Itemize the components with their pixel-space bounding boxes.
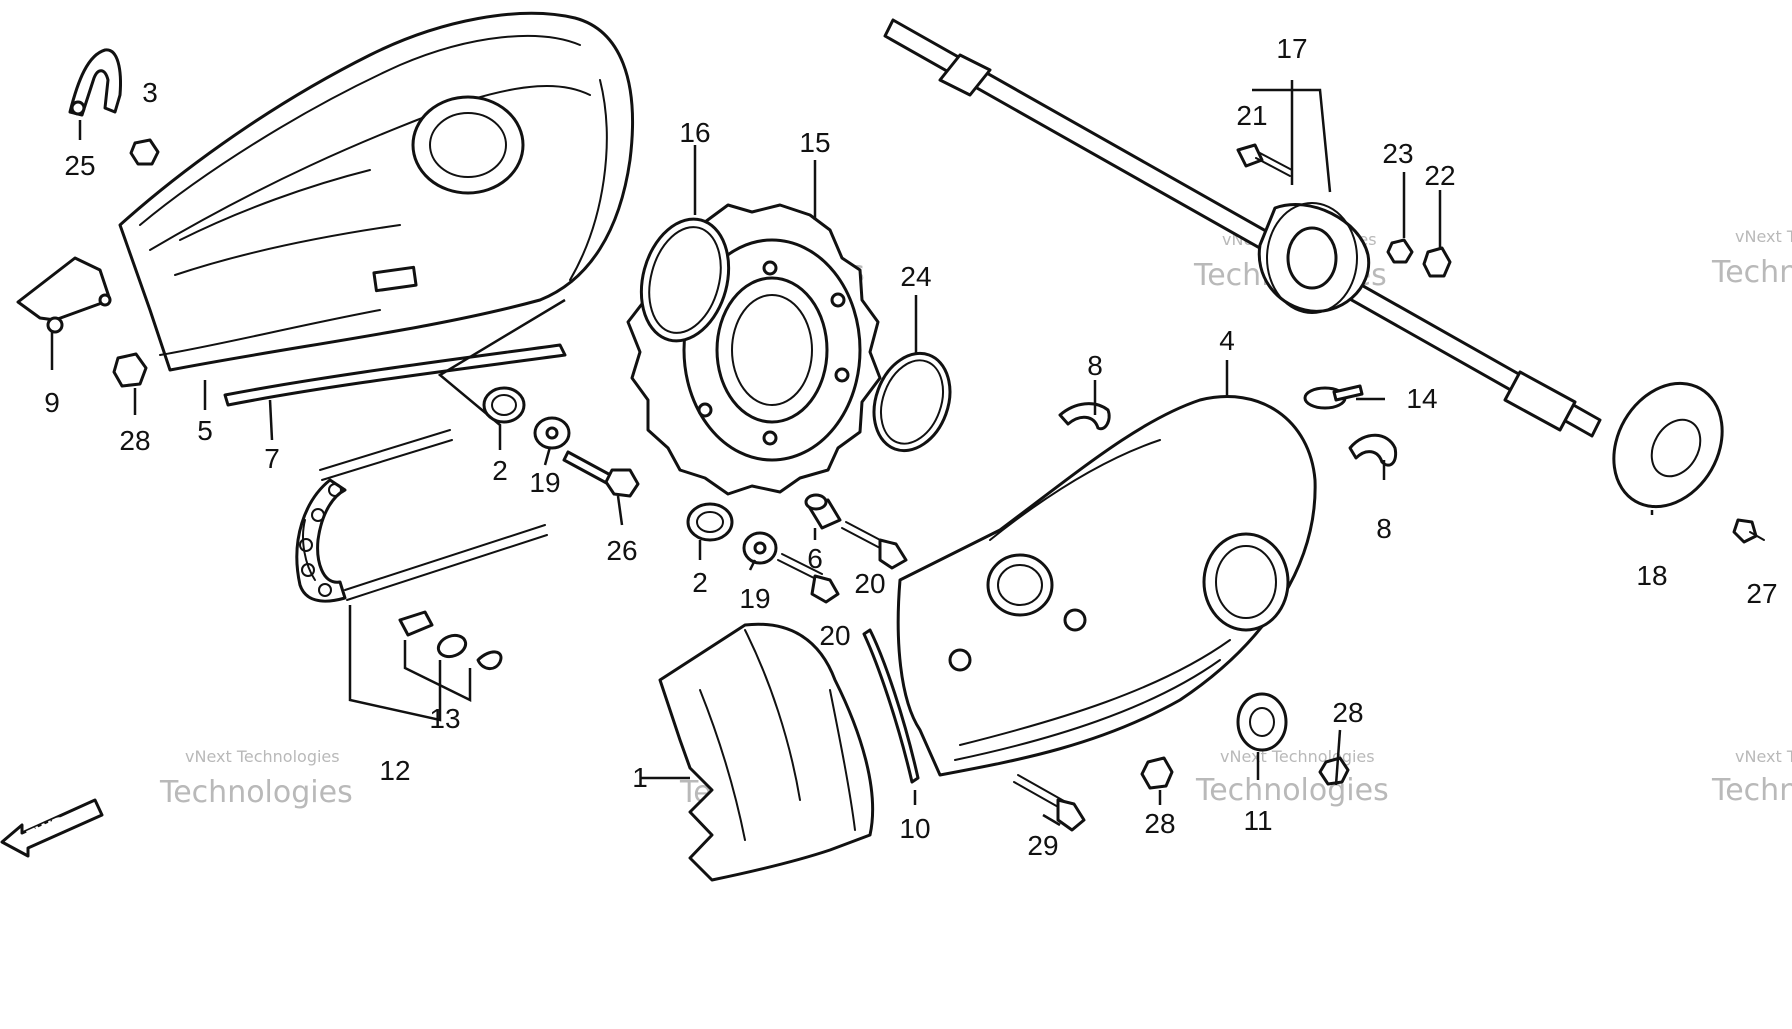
callout-26: 26	[606, 535, 637, 566]
drive-chain	[295, 429, 548, 603]
callout-25: 25	[64, 150, 95, 181]
rubber-strip-10	[862, 628, 920, 784]
callout-13: 13	[429, 703, 460, 734]
bolt-14-shape	[1303, 384, 1364, 410]
clip-8-upper-shape	[1058, 402, 1111, 431]
callout-28: 28	[1144, 808, 1175, 839]
callout-7: 7	[264, 443, 280, 474]
watermark-large: Technologies	[1195, 773, 1389, 808]
callout-23: 23	[1382, 138, 1413, 169]
clip-8-lower-shape	[1348, 433, 1398, 467]
bolt-27-shape	[1732, 518, 1765, 544]
bolt-29-shape	[1013, 774, 1086, 832]
circlip-16-shape	[639, 217, 731, 343]
callout-27: 27	[1746, 578, 1777, 609]
callout-28: 28	[1332, 697, 1363, 728]
forward-direction-marker: FWD	[0, 798, 104, 858]
callout-11: 11	[1243, 805, 1272, 836]
callout-29: 29	[1027, 830, 1058, 861]
hub-bolt-21-shape	[1236, 143, 1293, 177]
nut-28-left-shape	[112, 352, 148, 388]
callout-28: 28	[119, 425, 150, 456]
callout-19: 19	[739, 583, 770, 614]
callout-16: 16	[679, 117, 710, 148]
nut-3-shape	[129, 138, 160, 166]
callout-8: 8	[1376, 513, 1392, 544]
callout-20: 20	[854, 568, 885, 599]
roller-lower	[686, 502, 734, 542]
axle-hub	[1257, 202, 1371, 314]
grommet-11-shape	[1236, 692, 1288, 752]
watermark-large: Technologies	[1711, 255, 1792, 290]
washer-lower	[742, 531, 778, 565]
callout-12: 12	[379, 755, 410, 786]
callout-9: 9	[44, 387, 60, 418]
watermark-small: vNext Technologies	[1735, 227, 1792, 246]
callout-24: 24	[900, 261, 931, 292]
collar-6-shape	[804, 493, 842, 530]
lower-chain-case	[896, 395, 1317, 777]
watermark-small: vNext Technologies	[185, 747, 340, 766]
callout-3: 3	[142, 77, 158, 108]
nut-28-mid-shape	[1140, 756, 1174, 790]
callout-1: 1	[632, 762, 648, 793]
callout-2: 2	[692, 567, 708, 598]
callout-5: 5	[197, 415, 213, 446]
callout-14: 14	[1406, 383, 1437, 414]
callout-22: 22	[1424, 160, 1455, 191]
nut-22-shape	[1422, 246, 1452, 278]
bolt-26-shape	[562, 450, 640, 498]
watermark-large: Technologies	[1711, 773, 1792, 808]
wheel-18-shape	[1612, 381, 1724, 509]
callout-19: 19	[529, 467, 560, 498]
rear-axle	[883, 18, 1602, 438]
callout-6: 6	[807, 543, 823, 574]
leader-lines	[50, 80, 1654, 827]
callout-18: 18	[1636, 560, 1667, 591]
washer-upper	[533, 416, 571, 450]
bracket-9-shape	[16, 256, 112, 334]
callout-4: 4	[1219, 325, 1235, 356]
callout-2: 2	[492, 455, 508, 486]
bottom-guard	[658, 622, 875, 882]
callout-17: 17	[1276, 33, 1307, 64]
bolt-20-upper-shape	[841, 521, 908, 570]
callout-15: 15	[799, 127, 830, 158]
circlip-24-shape	[872, 351, 952, 453]
bolt-20-lower-shape	[777, 553, 840, 604]
washer-23-shape	[1386, 238, 1414, 264]
watermark-small: vNext Technologies	[1735, 747, 1792, 766]
nut-28-right-shape	[1318, 756, 1350, 786]
callout-labels: 1 2 2 3 4 5 6 7 8 8 9 10 11 12 13 14 15 …	[44, 33, 1777, 861]
watermark-large: Technologies	[159, 775, 353, 810]
callout-8: 8	[1087, 350, 1103, 381]
clip-25-shape	[68, 48, 122, 117]
roller-upper	[482, 386, 526, 424]
chain-guide-strip	[223, 343, 567, 407]
callout-21: 21	[1236, 100, 1267, 131]
upper-chain-case	[118, 11, 634, 372]
chain-joint-parts	[398, 610, 503, 670]
callout-10: 10	[899, 813, 930, 844]
callout-20: 20	[819, 620, 850, 651]
watermark-small: vNext Technologies	[1220, 747, 1375, 766]
